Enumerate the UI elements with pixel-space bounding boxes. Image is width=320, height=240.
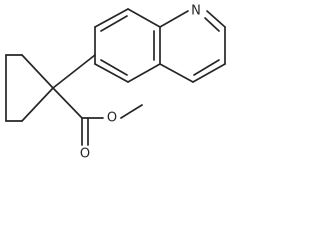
ring-nitrogen-label: N	[191, 4, 201, 19]
pyridine-bond-5	[159, 63, 194, 83]
benzo-bond-5	[127, 63, 161, 83]
pyridine-bond-2	[206, 10, 226, 28]
chemical-structure-diagram: N O O	[5, 3, 226, 162]
structure-canvas: N O O	[5, 3, 226, 162]
benzo-bond-2-inner	[100, 15, 128, 32]
pyridine-bond-4-inner	[193, 59, 220, 76]
benzo-bond-3	[127, 8, 161, 28]
ester-oxygen-label: O	[107, 111, 117, 126]
benzo-bond-6-inner	[100, 59, 128, 76]
carbonyl-oxygen-label: O	[80, 147, 90, 162]
methyl-ester-group	[52, 87, 143, 146]
ester-alpha-bond	[52, 87, 83, 119]
quinoline-pyridine-ring	[159, 10, 226, 83]
cyclobutane-bond-top	[21, 54, 54, 89]
pyridine-bond-4	[192, 63, 226, 83]
benzo-bond-6	[94, 63, 129, 83]
benzo-bond-2	[94, 8, 129, 28]
methoxy-bond	[120, 104, 143, 119]
cyclobutane-ring	[5, 54, 54, 122]
pyridine-bond-2-inner	[204, 17, 220, 32]
quinoline-benzo-ring	[94, 8, 161, 83]
cyclobutane-bond-right	[21, 87, 54, 122]
pyridine-bond-1	[159, 10, 189, 28]
ring-link-bond	[52, 54, 96, 89]
